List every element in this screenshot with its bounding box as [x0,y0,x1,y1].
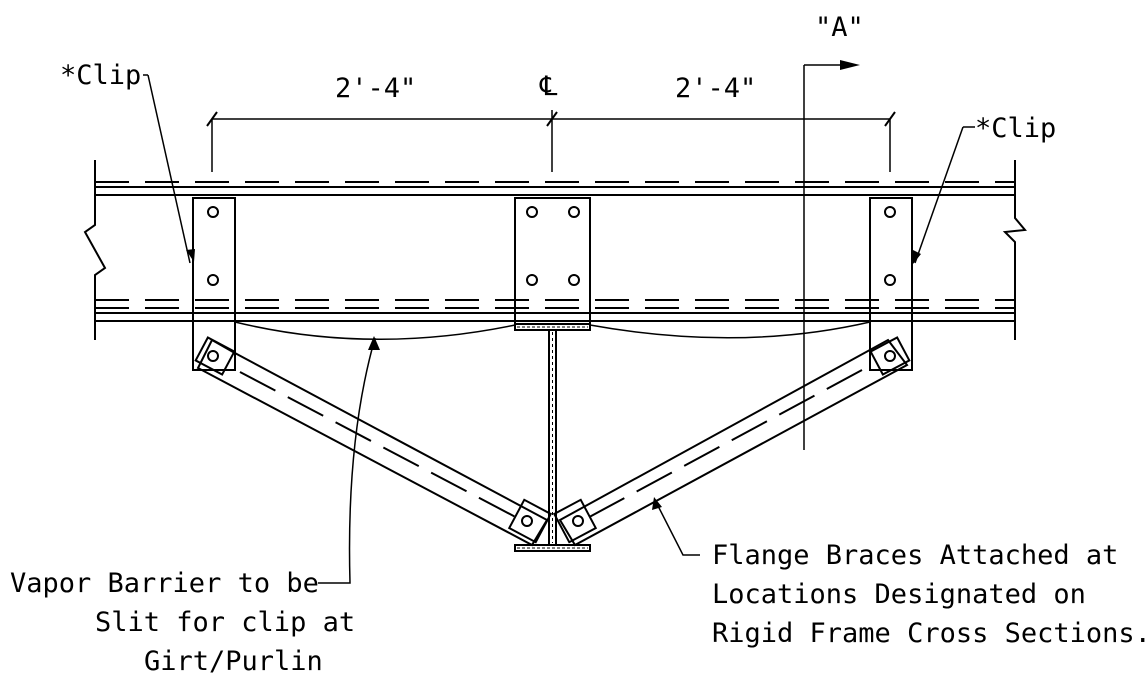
girt-bottom-flange [95,312,1015,322]
clip-left-leader [143,74,195,264]
clip-right-leader [913,126,975,264]
flange-braces-leader [652,497,700,556]
dimension-right: 2'-4" [675,73,756,104]
flange-braces-line-1: Flange Braces Attached at [712,540,1118,571]
vapor-barrier-line-3: Girt/Purlin [144,646,323,677]
flange-brace-right [552,336,911,547]
vapor-barrier-line-2: Slit for clip at [95,607,355,638]
clip-right-label: *Clip [975,113,1056,144]
clip-left [192,197,236,371]
section-marker-label: "A" [815,12,864,43]
flange-brace-left [194,336,553,547]
flange-braces-line-2: Locations Designated on [712,579,1086,610]
break-line-left [83,160,107,340]
vapor-barrier-curve [234,321,871,341]
dimension-left: 2'-4" [335,73,416,104]
vapor-barrier-leader [318,336,380,584]
centerline-symbol: ℄ [539,71,558,102]
flange-braces-line-3: Rigid Frame Cross Sections. [712,618,1148,649]
section-cut-a [803,60,860,450]
rigid-frame-web [514,323,591,552]
center-connection-plate [514,197,591,329]
break-line-right [1002,160,1027,340]
girt-top-flange [95,186,1015,196]
dimension-line [206,111,896,172]
clip-left-label: *Clip [60,60,141,91]
vapor-barrier-line-1: Vapor Barrier to be [10,568,319,599]
